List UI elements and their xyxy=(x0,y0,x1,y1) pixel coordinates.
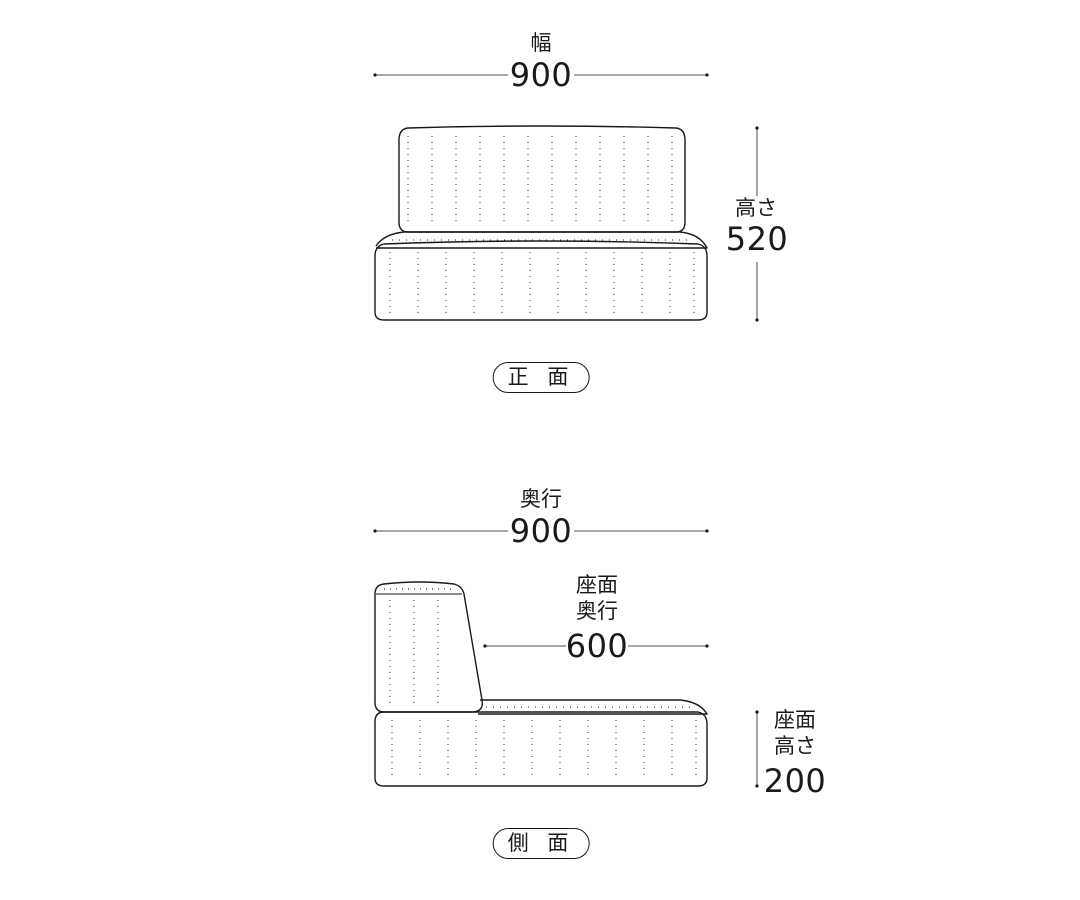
side-seat-height-label-line1: 座面 xyxy=(774,708,816,732)
front-height-dimension-line xyxy=(755,126,759,322)
side-seat-depth-value: 600 xyxy=(565,627,629,665)
front-height-label: 高さ xyxy=(735,196,777,220)
front-base-stitching xyxy=(389,252,695,314)
side-seat-depth-label-line1: 座面 xyxy=(576,573,618,597)
side-seat-height-value: 200 xyxy=(763,762,827,800)
front-seat-top xyxy=(375,231,708,249)
side-seat-top xyxy=(478,699,708,715)
front-seat-base xyxy=(374,240,708,321)
side-depth-dimension-line xyxy=(373,529,709,533)
front-width-label: 幅 xyxy=(530,31,552,55)
side-depth-value: 900 xyxy=(509,512,573,550)
side-seat-height-dimension-line xyxy=(755,710,759,788)
front-width-dimension-line xyxy=(373,73,709,77)
front-width-value: 900 xyxy=(509,56,573,94)
front-view-badge: 正 面 xyxy=(492,362,590,393)
side-back-cushion xyxy=(374,581,483,713)
side-depth-label: 奥行 xyxy=(520,487,562,511)
front-height-value: 520 xyxy=(725,220,789,258)
side-view-badge: 側 面 xyxy=(492,828,590,859)
side-seat-depth-dimension-line xyxy=(483,644,709,648)
front-back-stitching xyxy=(407,136,673,226)
side-base-stitching xyxy=(391,720,697,780)
side-seat-height-label-line2: 高さ xyxy=(774,734,816,758)
side-back-stitching xyxy=(384,588,452,706)
side-seat-base xyxy=(374,711,708,787)
front-back-cushion xyxy=(398,125,686,233)
side-seat-depth-label-line2: 奥行 xyxy=(576,599,618,623)
